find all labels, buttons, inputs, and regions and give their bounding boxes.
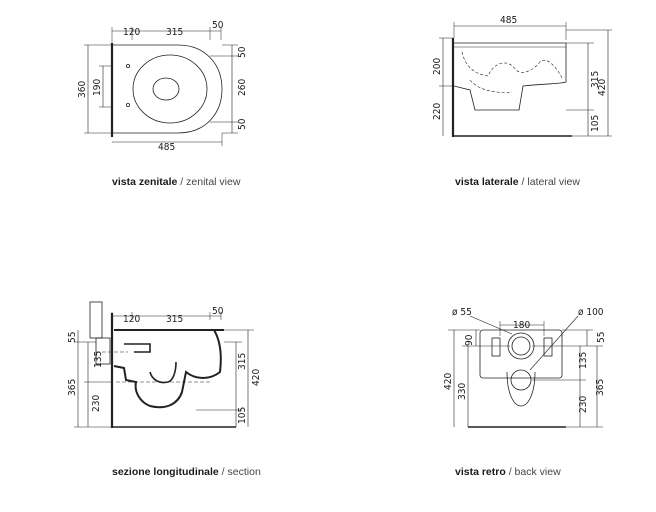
zenital-dim-485: 485 xyxy=(158,142,175,153)
section-dim-420: 420 xyxy=(251,369,262,386)
back-dim-phi55: ø 55 xyxy=(452,307,472,318)
back-dim-420: 420 xyxy=(443,373,454,390)
back-dim-55: 55 xyxy=(596,332,607,343)
section-dim-50: 50 xyxy=(212,306,224,317)
section-dim-55: 55 xyxy=(67,332,78,343)
caption-back-en: back view xyxy=(514,466,561,478)
caption-back-sep: / xyxy=(505,466,515,478)
caption-back: vista retro / back view xyxy=(455,466,561,478)
caption-back-it: vista retro xyxy=(455,466,506,478)
zenital-seat-ring xyxy=(132,54,208,124)
back-plate xyxy=(479,329,563,379)
back-dim-330: 330 xyxy=(457,383,468,400)
section-dim-315-right: 315 xyxy=(237,353,248,370)
back-dim-135: 135 xyxy=(578,352,589,369)
caption-zenital-sep: / xyxy=(177,176,187,188)
back-view xyxy=(448,315,603,428)
lateral-dim-220: 220 xyxy=(432,103,443,120)
caption-lateral-sep: / xyxy=(518,176,528,188)
zenital-view xyxy=(84,27,238,146)
zenital-dim-120: 120 xyxy=(123,27,140,38)
section-dim-120: 120 xyxy=(123,314,140,325)
zenital-dim-190: 190 xyxy=(92,79,103,96)
inlet-55 xyxy=(511,336,531,356)
zenital-dim-260: 260 xyxy=(237,79,248,96)
back-dim-365: 365 xyxy=(595,379,606,396)
caption-lateral-en: lateral view xyxy=(527,176,580,188)
zenital-dim-50-top: 50 xyxy=(212,20,224,31)
lateral-bowl-outline xyxy=(453,42,567,111)
zenital-dim-50-right-bottom: 50 xyxy=(237,118,248,130)
section-ceramic-profile xyxy=(113,329,224,409)
lateral-dim-105: 105 xyxy=(590,115,601,132)
section-dim-230: 230 xyxy=(91,395,102,412)
caption-section-it: sezione longitudinale xyxy=(112,466,219,478)
caption-lateral-it: vista laterale xyxy=(455,176,519,188)
back-dimension-labels: ø 55 ø 100 180 90 55 420 330 135 230 365 xyxy=(443,307,607,413)
zenital-dim-315: 315 xyxy=(166,27,183,38)
lateral-dimension-labels: 485 200 220 315 420 105 xyxy=(432,15,608,132)
caption-zenital: vista zenitale / zenital view xyxy=(112,176,240,188)
lateral-dim-315: 315 xyxy=(590,71,601,88)
zenital-dim-360: 360 xyxy=(77,81,88,98)
lateral-dim-200: 200 xyxy=(432,58,443,75)
back-dim-230: 230 xyxy=(578,396,589,413)
lateral-dim-420: 420 xyxy=(597,79,608,96)
caption-lateral: vista laterale / lateral view xyxy=(455,176,580,188)
zenital-bowl-outline xyxy=(112,44,223,134)
back-dim-90: 90 xyxy=(464,334,475,346)
caption-section-sep: / xyxy=(218,466,228,478)
section-dim-315: 315 xyxy=(166,314,183,325)
caption-section: sezione longitudinale / section xyxy=(112,466,261,478)
section-dimension-labels: 120 315 50 55 135 365 230 105 420 315 xyxy=(67,306,262,424)
caption-zenital-en: zenital view xyxy=(186,176,241,188)
outlet-100 xyxy=(510,369,532,391)
caption-section-en: section xyxy=(227,466,261,478)
section-dim-135: 135 xyxy=(93,351,104,368)
back-dim-phi100: ø 100 xyxy=(578,307,604,318)
back-dim-180: 180 xyxy=(513,320,530,331)
zenital-dimension-labels: 120 315 50 360 190 50 260 50 485 xyxy=(77,20,248,153)
section-dim-365: 365 xyxy=(67,379,78,396)
section-dim-105: 105 xyxy=(237,407,248,424)
section-view xyxy=(74,301,254,428)
lateral-dim-485: 485 xyxy=(500,15,517,26)
zenital-dim-50-right-top: 50 xyxy=(237,46,248,58)
caption-zenital-it: vista zenitale xyxy=(112,176,178,188)
lateral-view xyxy=(439,22,612,137)
